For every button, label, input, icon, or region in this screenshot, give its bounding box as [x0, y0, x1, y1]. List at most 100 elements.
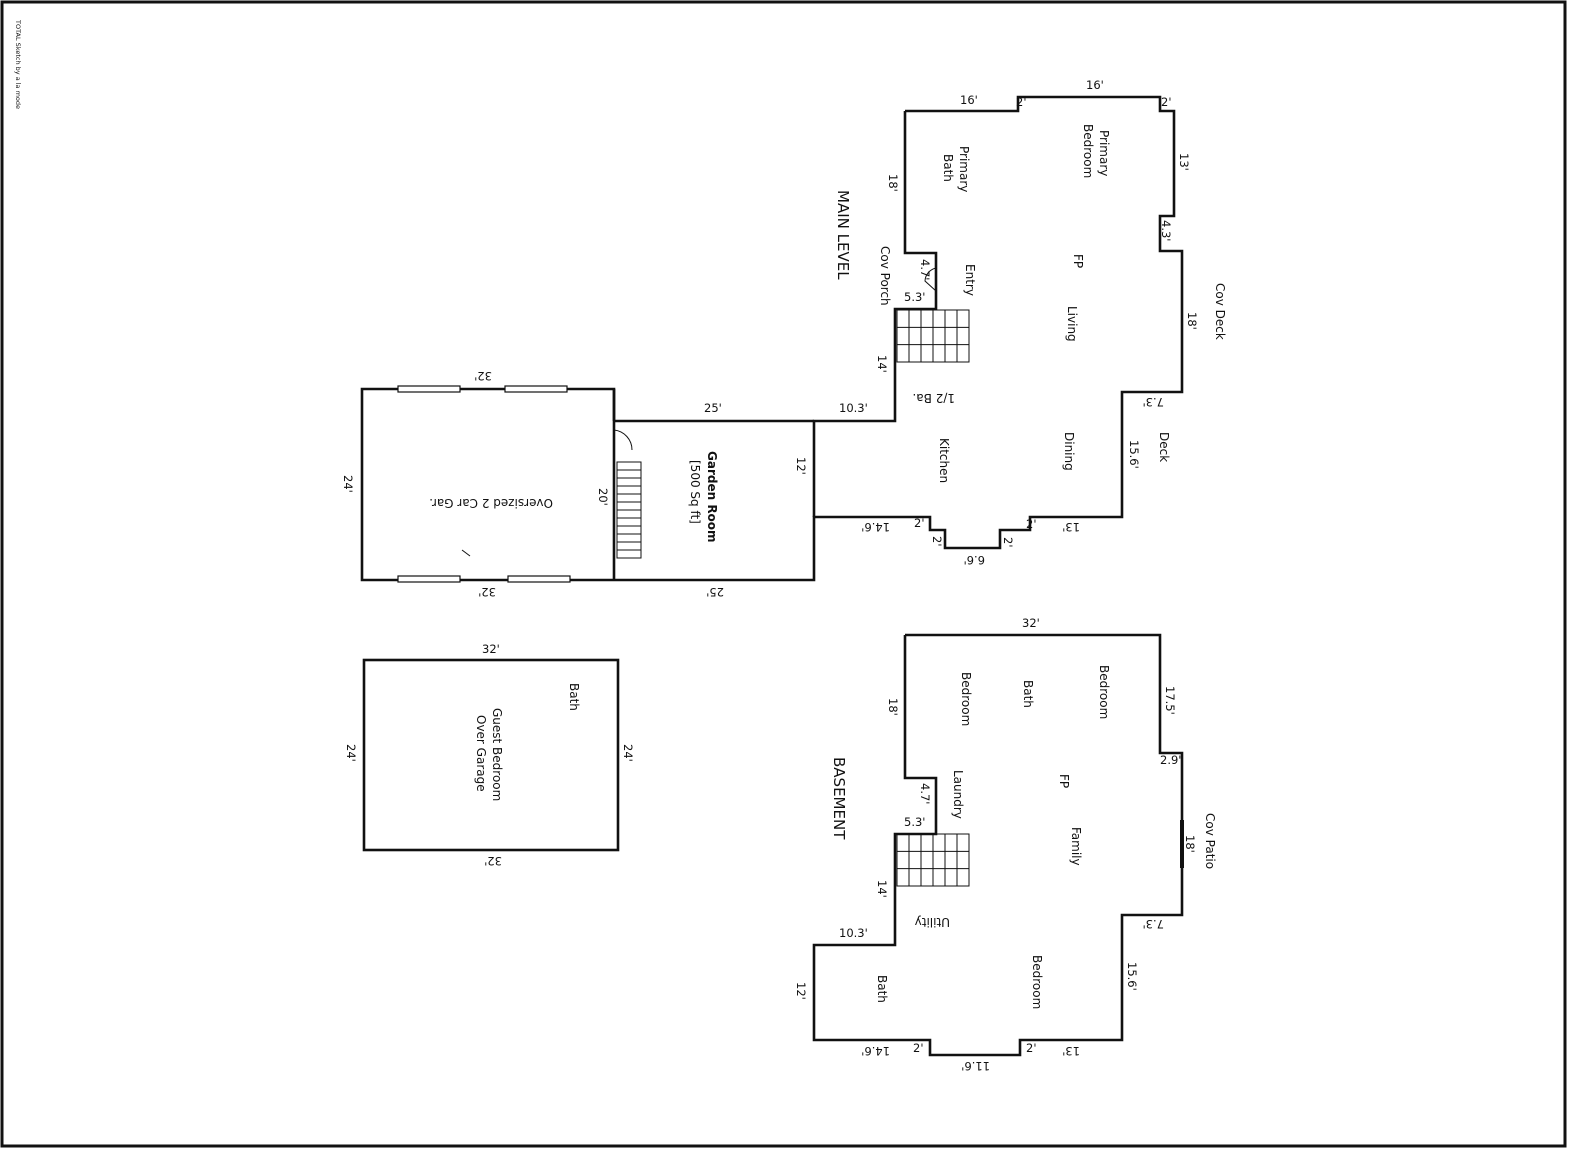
- label-guest-bedroom: Over Garage: [474, 715, 488, 792]
- label-kitchen: Kitchen: [937, 438, 951, 483]
- label-primary-bedroom: Bedroom: [1081, 124, 1095, 178]
- dim: 16': [1086, 78, 1104, 92]
- guest-bedroom-outline: [362, 658, 620, 852]
- label-utility: Utility: [915, 915, 950, 929]
- entry-door-swing: [924, 267, 937, 292]
- label-living: Living: [1065, 306, 1079, 342]
- label-guest-bath: Bath: [567, 683, 581, 711]
- dim: 2': [1026, 517, 1036, 531]
- basement-outline: [812, 633, 1184, 1057]
- dim: 16': [960, 93, 978, 107]
- dim: 2': [930, 536, 944, 546]
- dim: 32': [482, 642, 500, 656]
- dim: 24': [344, 744, 358, 762]
- label-entry: Entry: [963, 264, 977, 296]
- garage-window: [397, 575, 461, 583]
- main-level-title: MAIN LEVEL: [834, 190, 852, 280]
- dim: 32': [1022, 616, 1040, 630]
- label-dining: Dining: [1062, 432, 1076, 471]
- dim: 6.6': [964, 553, 985, 567]
- main-level-plan: MAIN LEVEL Primary Bedroom Primary Bath …: [341, 78, 1227, 599]
- guest-bedroom-plan: 32' 32' 24' 24' Bath Guest Bedroom Over …: [344, 642, 635, 868]
- label-fp: FP: [1071, 254, 1085, 268]
- dim: 4.7': [918, 259, 932, 280]
- label-bedroom: Bedroom: [1097, 665, 1111, 719]
- dim: 13': [1177, 153, 1191, 171]
- garage-window: [507, 575, 571, 583]
- dim: 13': [1062, 1044, 1080, 1058]
- sheet-note: TOTAL Sketch by a la mode: [14, 19, 22, 109]
- dim: 15.6': [1127, 440, 1141, 469]
- main-level-outline-left: [812, 111, 938, 517]
- dim: 11.6': [961, 1059, 990, 1073]
- garden-room-stair: [616, 461, 642, 559]
- dim: 24': [341, 475, 355, 493]
- label-bedroom: Bedroom: [1030, 955, 1044, 1009]
- basement-stair: [896, 833, 970, 887]
- dim: 18': [886, 698, 900, 716]
- dim: 7.3': [1143, 395, 1164, 409]
- stair-frame: [896, 309, 970, 363]
- dim: 2': [1001, 537, 1015, 547]
- label-deck: Deck: [1157, 432, 1171, 462]
- label-bath: Bath: [1021, 680, 1035, 708]
- label-cov-porch: Cov Porch: [878, 246, 892, 306]
- dim: 2': [1161, 95, 1171, 109]
- dim: 7.3': [1143, 917, 1164, 931]
- dim: 18': [886, 174, 900, 192]
- dim: 13': [1062, 520, 1080, 534]
- garage-marker: [461, 549, 471, 557]
- label-guest-bedroom: Guest Bedroom: [490, 708, 504, 801]
- basement-plan: BASEMENT Bedroom Bath Bedroom FP Laundry…: [794, 616, 1217, 1073]
- dim: 25': [706, 585, 724, 599]
- garage-door-swing: [613, 429, 633, 451]
- garage-window: [504, 385, 568, 393]
- label-garden-room-area: [500 Sq ft]: [688, 460, 702, 524]
- dim: 15.6': [1125, 962, 1139, 991]
- dim: 2': [914, 516, 924, 530]
- dim: 4.7': [918, 783, 932, 804]
- label-primary-bath: Bath: [941, 154, 955, 182]
- dim: 25': [704, 401, 722, 415]
- label-primary-bedroom: Primary: [1097, 130, 1111, 176]
- dim: 17.5': [1163, 686, 1177, 715]
- dim: 14': [875, 880, 889, 898]
- label-laundry: Laundry: [951, 770, 965, 819]
- label-primary-bath: Primary: [957, 146, 971, 192]
- label-family: Family: [1069, 827, 1083, 866]
- label-bedroom: Bedroom: [959, 672, 973, 726]
- dim: 24': [621, 744, 635, 762]
- main-level-stair: [896, 309, 970, 363]
- dim: 32': [484, 854, 502, 868]
- dim: 12': [794, 457, 808, 475]
- garage-window: [397, 385, 461, 393]
- label-cov-deck: Cov Deck: [1213, 283, 1227, 340]
- dim: 20': [596, 488, 610, 506]
- dim: 5.3': [904, 815, 925, 829]
- label-bath: Bath: [875, 975, 889, 1003]
- dim: 18': [1185, 312, 1199, 330]
- dim: 2': [913, 1041, 923, 1055]
- dim: 2.9': [1160, 753, 1181, 767]
- stair-frame: [896, 833, 970, 887]
- dim: 2': [1016, 95, 1026, 109]
- dim: 32': [474, 369, 492, 383]
- dim: 14.6': [861, 520, 890, 534]
- dim: 18': [1183, 835, 1197, 853]
- label-garage: Oversized 2 Car Gar.: [429, 496, 553, 510]
- label-garden-room: Garden Room: [705, 451, 719, 543]
- dim: 10.3': [839, 401, 868, 415]
- dim: 2': [1026, 1041, 1036, 1055]
- dim: 10.3': [839, 926, 868, 940]
- basement-title: BASEMENT: [830, 757, 848, 840]
- main-level-outline: [360, 95, 1184, 582]
- dim: 32': [478, 585, 496, 599]
- dim: 14': [875, 355, 889, 373]
- dim: 4.3': [1159, 220, 1173, 241]
- label-fp: FP: [1057, 774, 1071, 788]
- label-half-bath: 1/2 Ba.: [912, 391, 955, 405]
- dim: 14.6': [861, 1044, 890, 1058]
- label-cov-patio: Cov Patio: [1203, 813, 1217, 869]
